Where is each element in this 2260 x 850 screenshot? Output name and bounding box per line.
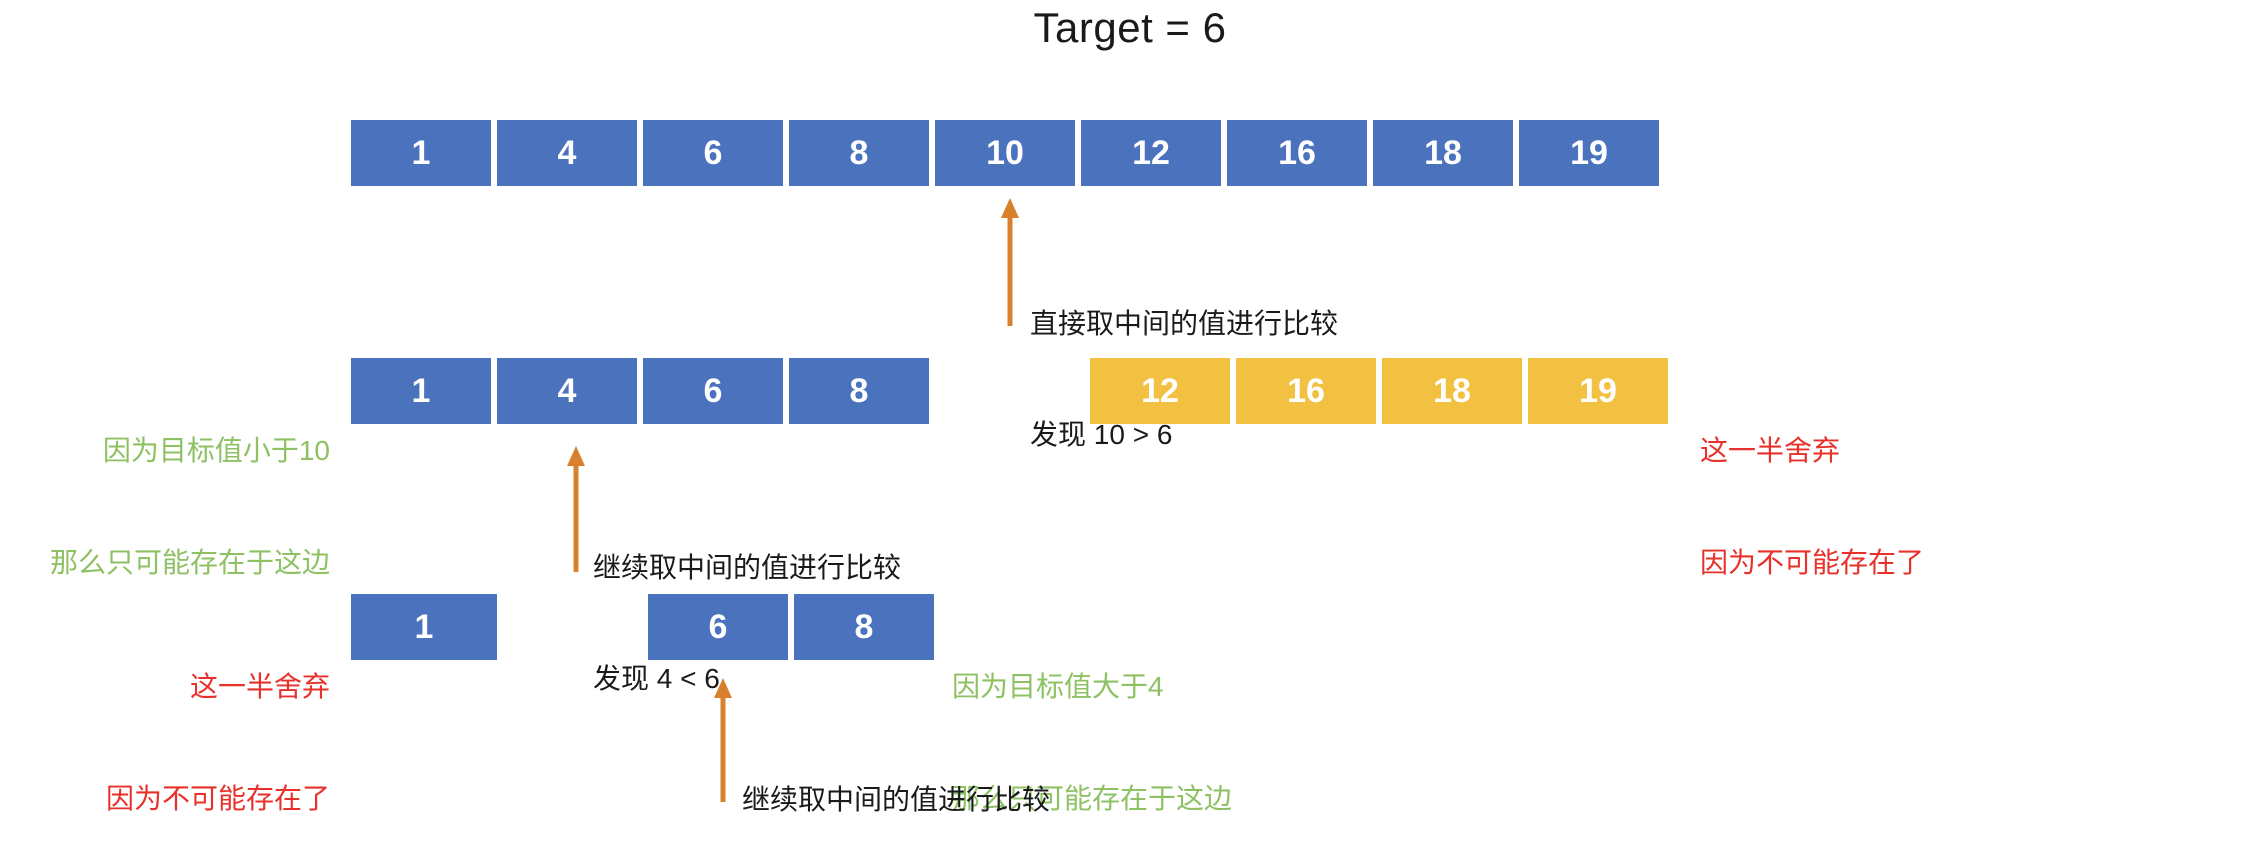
arrow-step2	[561, 444, 591, 572]
array-cell: 16	[1227, 120, 1367, 186]
array-cell: 4	[497, 120, 637, 186]
array-cell: 8	[789, 120, 929, 186]
array-cell: 12	[1081, 120, 1221, 186]
array-cell: 6	[643, 120, 783, 186]
array-cell: 18	[1382, 358, 1522, 424]
label-row2-discard-line1: 这一半舍弃	[1700, 435, 1841, 467]
array-cell: 1	[351, 120, 491, 186]
label-row3-keep-line1: 因为目标值大于4	[952, 671, 1164, 703]
array-cell: 12	[1090, 358, 1230, 424]
annotation-step3-line1: 继续取中间的值进行比较	[742, 783, 1051, 815]
annotation-step2-line1: 继续取中间的值进行比较	[593, 551, 902, 583]
label-row2-keep-line1: 因为目标值小于10	[102, 435, 330, 467]
array-cell: 8	[794, 594, 934, 660]
page-title: Target = 6	[1033, 4, 1227, 51]
label-row3-keep: 因为目标值大于4 那么只可能存在于这边	[952, 594, 1372, 850]
array-cell: 8	[789, 358, 929, 424]
array-cell: 6	[648, 594, 788, 660]
arrow-step1	[995, 196, 1025, 326]
label-row2-keep-line2: 那么只可能存在于这边	[49, 547, 330, 579]
annotation-step1-line1: 直接取中间的值进行比较	[1030, 307, 1339, 339]
label-row2-discard: 这一半舍弃 因为不可能存在了	[1700, 358, 2120, 656]
array-cell: 4	[497, 358, 637, 424]
label-row3-discard-line2: 因为不可能存在了	[105, 783, 330, 815]
array-cell: 10	[935, 120, 1075, 186]
annotation-step1: 直接取中间的值进行比较 发现 10 > 6	[1030, 232, 1338, 528]
array-cell: 16	[1236, 358, 1376, 424]
array-cell: 6	[643, 358, 783, 424]
array-cell: 19	[1528, 358, 1668, 424]
array-cell: 1	[351, 358, 491, 424]
annotation-step1-line2: 发现 10 > 6	[1030, 418, 1173, 450]
annotation-step2: 继续取中间的值进行比较 发现 4 < 6	[593, 476, 901, 772]
array-cell: 18	[1373, 120, 1513, 186]
array-cell: 19	[1519, 120, 1659, 186]
annotation-step3: 继续取中间的值进行比较 发现就是我们要找的值 OK，成功查找到	[742, 708, 1050, 850]
array-cell: 1	[351, 594, 497, 660]
label-row3-discard-line1: 这一半舍弃	[189, 671, 330, 703]
label-row2-keep: 因为目标值小于10 那么只可能存在于这边	[0, 358, 330, 656]
arrow-step3	[708, 676, 738, 802]
annotation-step2-line2: 发现 4 < 6	[593, 662, 720, 694]
label-row3-discard: 这一半舍弃 因为不可能存在了	[0, 594, 330, 850]
label-row3-keep-line2: 那么只可能存在于这边	[952, 783, 1233, 815]
label-row2-discard-line2: 因为不可能存在了	[1700, 547, 1925, 579]
